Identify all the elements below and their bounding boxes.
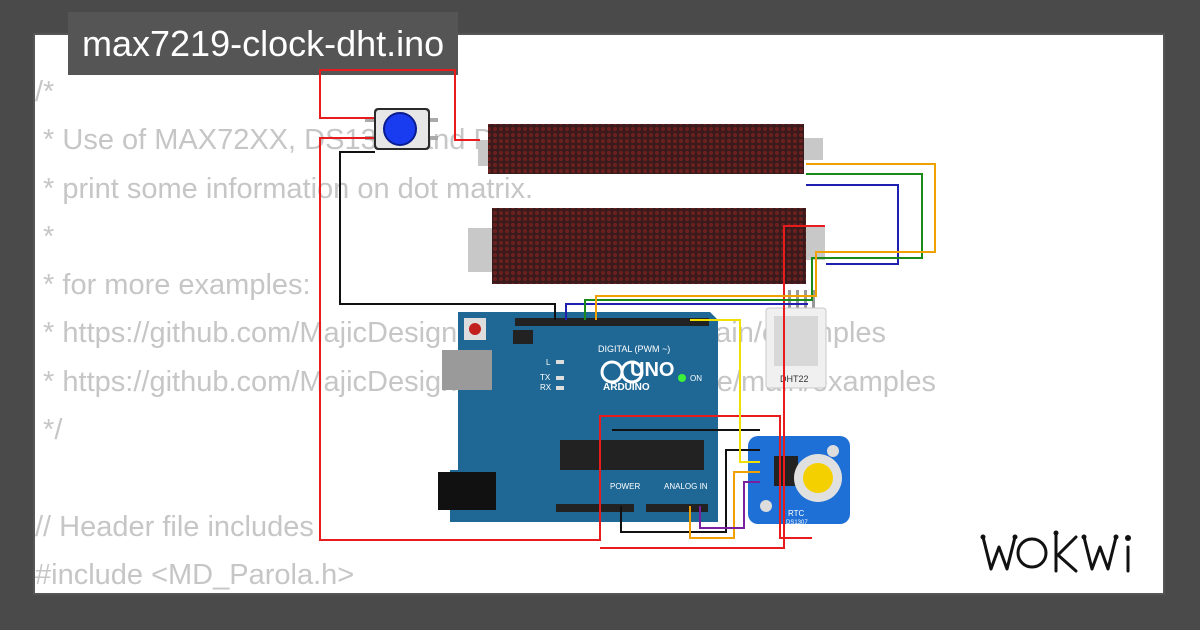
wokwi-logo-mark [980,530,1131,573]
wires [319,69,936,549]
push-button[interactable] [365,108,438,150]
wokwi-logo[interactable] [975,525,1150,581]
digital-header-label: DIGITAL (PWM ~) [598,344,670,354]
wire-red [600,225,825,549]
code-line: #include <MD_Parola.h> [35,558,355,591]
wire-orange [595,163,936,320]
dht-label: DHT22 [780,374,809,384]
analog-label: ANALOG IN [664,482,708,491]
wire-yellow [690,319,760,463]
rtc-module[interactable]: RTC DS1307 [748,436,850,526]
code-line: * print some information on dot matrix. [35,172,534,205]
project-title: max7219-clock-dht.ino [68,12,459,75]
wire-orange [689,471,760,539]
power-label: POWER [610,482,640,491]
led-rx-label: RX [540,383,552,392]
led-matrix-1[interactable] [478,124,823,174]
board-brand: ARDUINO [603,382,650,393]
code-line: */ [35,414,63,447]
arduino-uno[interactable]: DIGITAL (PWM ~) UNO ARDUINO ON L TX RX P… [438,312,718,522]
wire-red [319,137,812,541]
code-line: // Header file includes [35,510,314,543]
rtc-sub-label: DS1307 [786,520,808,526]
wire-black [339,151,556,320]
code-line: /* [35,76,55,108]
code-line: * for more examples: [35,269,311,302]
wire-blue [565,303,808,320]
wire-blue [806,184,899,265]
led-tx-label: TX [540,373,551,382]
led-l-label: L [546,358,551,367]
code-line: * [35,220,55,253]
led-matrix-2[interactable] [468,208,825,284]
wire-black [620,449,760,533]
wire-purple [699,481,760,529]
rtc-label: RTC [788,509,805,518]
on-label: ON [690,374,702,383]
wire-red [319,69,480,141]
wire-green [584,173,923,320]
